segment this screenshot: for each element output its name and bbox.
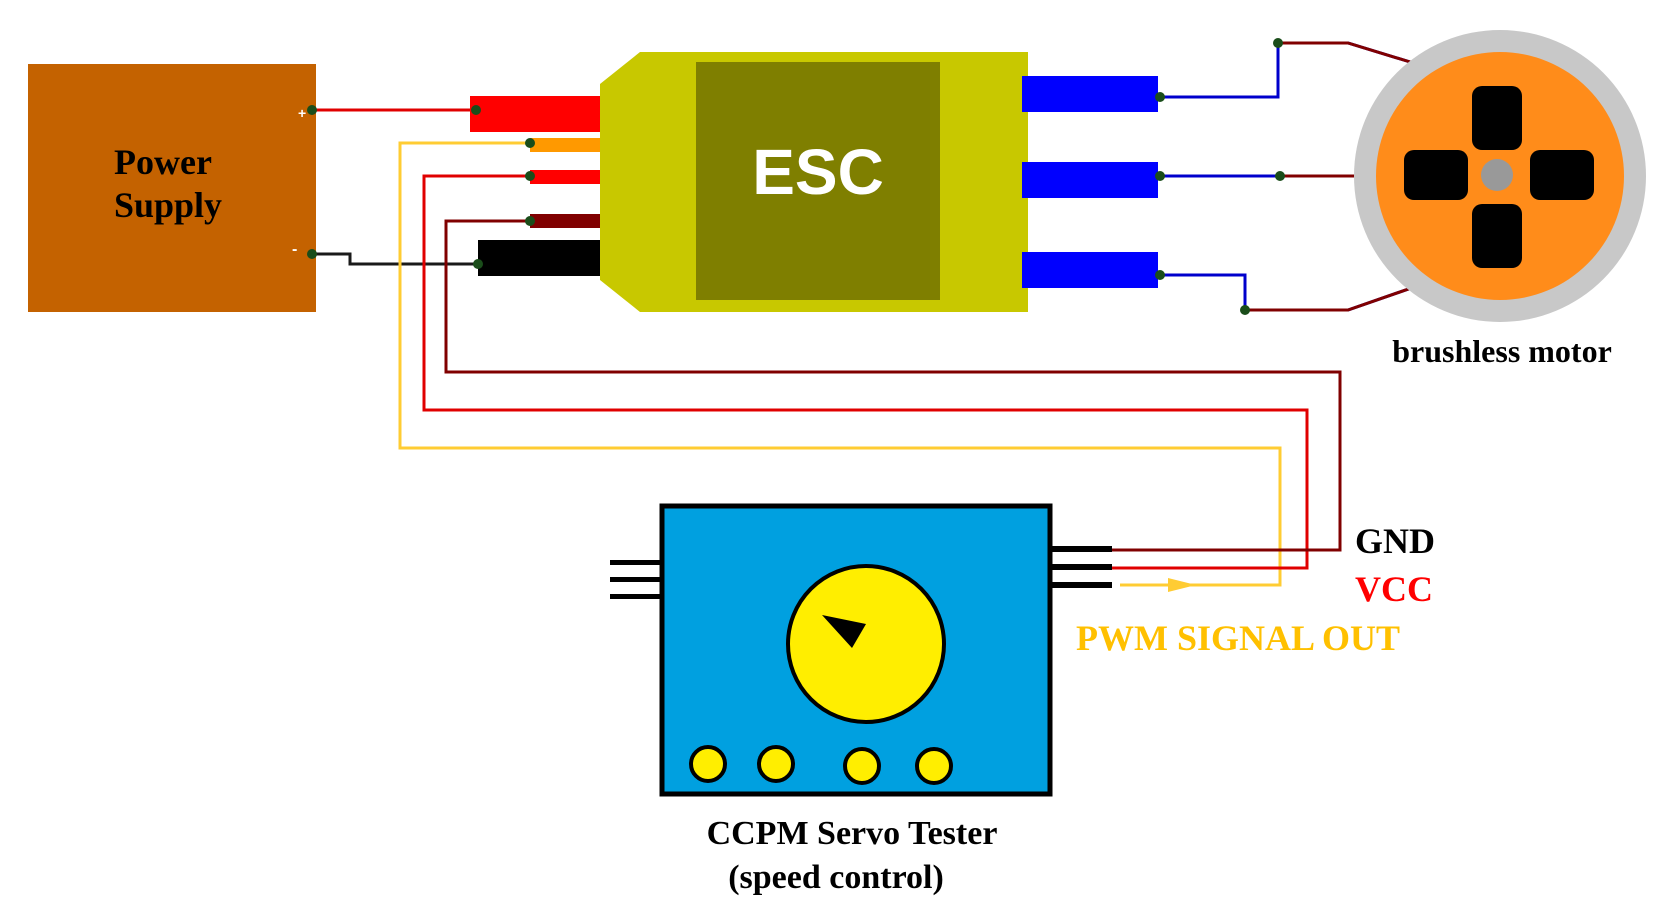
servo-right-pin-1 [1050, 546, 1112, 552]
motor-pole-left [1404, 150, 1468, 200]
pwm-label: PWM SIGNAL OUT [1076, 618, 1400, 658]
servo-left-pin-2 [610, 577, 662, 582]
power-supply-label-line2: Supply [114, 185, 222, 225]
speed-knob[interactable] [786, 564, 946, 724]
pwm-arrow-icon [1168, 578, 1196, 592]
motor-wire-dot-a [1273, 38, 1283, 48]
servo-left-pin-1 [610, 560, 662, 565]
motor-wire-dot-c [1240, 305, 1250, 315]
wire-gnd [444, 219, 1342, 552]
wire-psu-negative [312, 252, 478, 266]
servo-tester: CCPM Servo Tester (speed control) [610, 503, 1112, 896]
servo-tester-label-line2: (speed control) [728, 859, 944, 896]
gnd-label: GND [1355, 521, 1435, 561]
wire-motor-phase-c [1160, 273, 1421, 312]
esc-output-dot-b [1155, 171, 1165, 181]
wire-motor-phase-a [1160, 41, 1421, 99]
servo-button-1[interactable] [689, 745, 727, 783]
esc-red-small-lead-dot [525, 171, 535, 181]
esc-lead-orange [530, 138, 606, 152]
power-supply-box [28, 64, 316, 312]
esc: ESC [470, 52, 1158, 312]
brushless-motor: brushless motor [1354, 30, 1646, 369]
wire-motor-tail-c [1245, 283, 1421, 312]
esc-orange-lead-dot [525, 138, 535, 148]
power-supply: Power Supply + - [28, 64, 316, 312]
esc-red-lead-dot [471, 105, 481, 115]
esc-black-lead-dot [473, 259, 483, 269]
esc-label: ESC [752, 136, 884, 208]
esc-lead-red [470, 96, 606, 132]
psu-positive-terminal-dot [307, 105, 317, 115]
esc-lead-black [478, 240, 606, 276]
esc-lead-darkred [530, 214, 606, 228]
esc-output-lead-a [1022, 76, 1158, 112]
motor-wire-dot-b [1275, 171, 1285, 181]
wire-signal-pwm [398, 141, 1282, 587]
servo-button-2[interactable] [757, 745, 795, 783]
motor-pole-right [1530, 150, 1594, 200]
motor-pole-bottom [1472, 204, 1522, 268]
esc-darkred-lead-dot [525, 216, 535, 226]
esc-lead-red-small [530, 170, 606, 184]
vcc-label: VCC [1355, 569, 1433, 609]
esc-output-dot-c [1155, 270, 1165, 280]
esc-output-lead-c [1022, 252, 1158, 288]
wire-motor-tail-a [1278, 41, 1421, 67]
servo-tester-label-line1: CCPM Servo Tester [707, 815, 998, 852]
power-supply-label-line1: Power [114, 142, 212, 182]
motor-shaft [1481, 159, 1513, 191]
power-supply-plus-sign: + [298, 105, 306, 121]
psu-negative-terminal-dot [307, 249, 317, 259]
servo-right-pin-3 [1050, 582, 1112, 588]
servo-button-4[interactable] [915, 747, 953, 785]
esc-output-lead-b [1022, 162, 1158, 198]
esc-chip [696, 62, 940, 300]
servo-button-3[interactable] [843, 747, 881, 785]
motor-label: brushless motor [1392, 333, 1612, 369]
esc-output-dot-a [1155, 92, 1165, 102]
motor-pole-top [1472, 86, 1522, 150]
servo-right-pin-2 [1050, 564, 1112, 570]
knob-pointer-icon [822, 615, 866, 648]
power-supply-minus-sign: - [292, 241, 297, 258]
servo-left-pin-3 [610, 594, 662, 599]
wire-vcc [422, 174, 1309, 570]
